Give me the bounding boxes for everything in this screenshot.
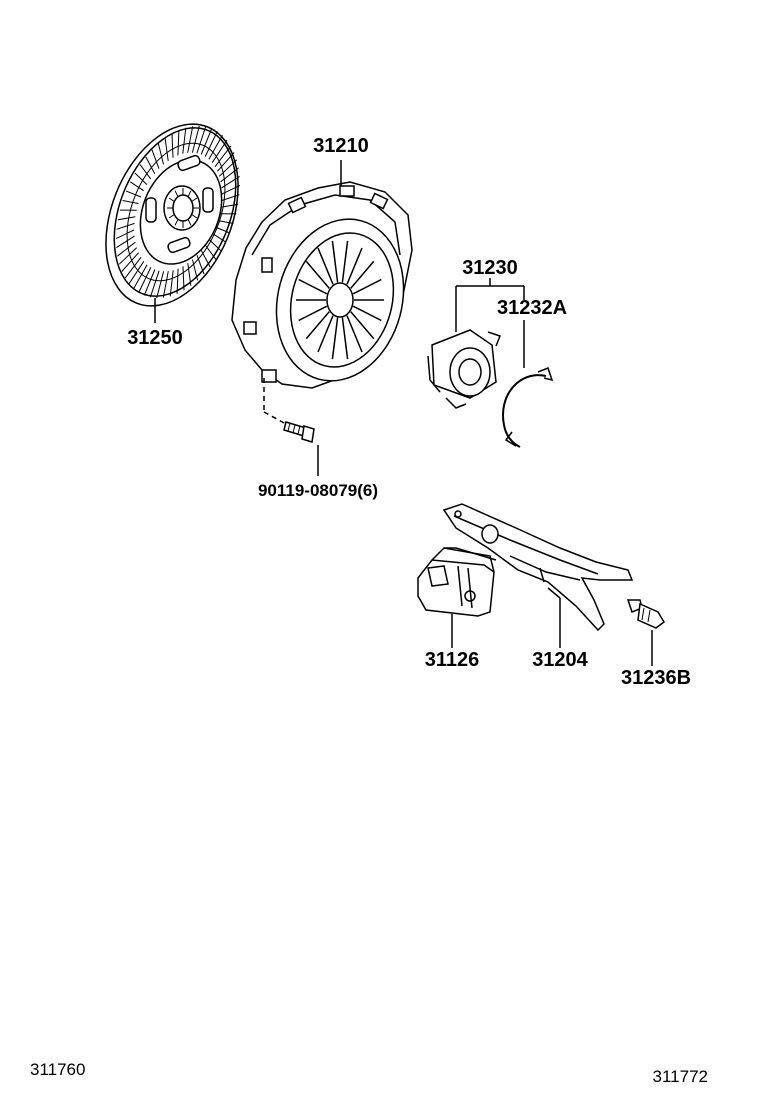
label-90119-08079: 90119-08079(6) xyxy=(258,481,378,500)
release-fork-drawing xyxy=(442,503,634,632)
label-31230: 31230 xyxy=(462,257,518,279)
clutch-cover-drawing xyxy=(231,181,413,389)
label-31126: 31126 xyxy=(425,649,480,671)
corner-code-right: 311772 xyxy=(653,1067,708,1086)
label-31250: 31250 xyxy=(127,327,183,349)
bearing-clip-drawing xyxy=(502,367,554,448)
fork-boot-drawing xyxy=(417,547,497,617)
cover-bolt-drawing xyxy=(283,421,315,443)
label-31210: 31210 xyxy=(313,135,369,157)
corner-code-left: 311760 xyxy=(30,1060,85,1079)
fork-support-drawing xyxy=(626,599,665,629)
release-bearing-drawing xyxy=(427,329,501,409)
label-31236B: 31236B xyxy=(621,667,691,689)
leader-lines xyxy=(154,160,653,666)
label-31204: 31204 xyxy=(532,649,588,671)
label-31232A: 31232A xyxy=(497,297,567,319)
clutch-disc-drawing xyxy=(105,123,241,307)
